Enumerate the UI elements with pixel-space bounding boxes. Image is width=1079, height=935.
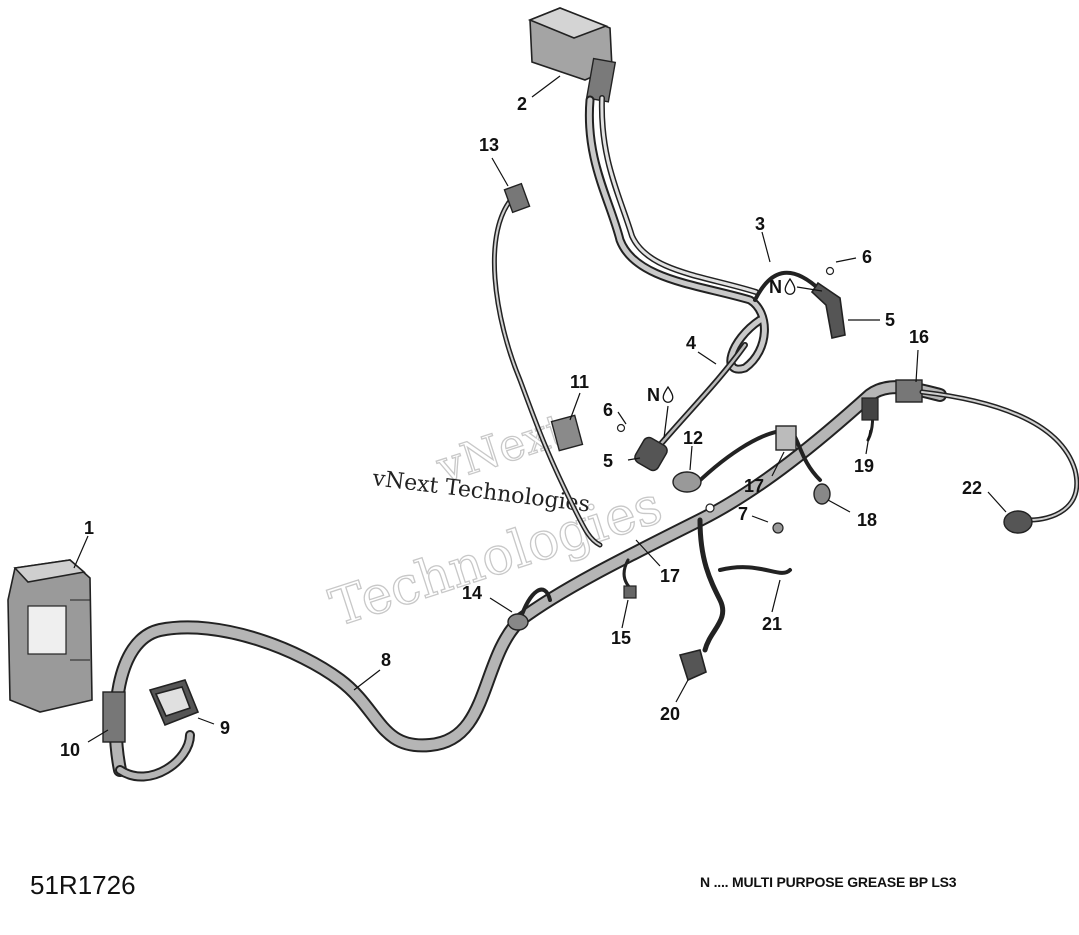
callouts: 1 2 3 4 5 5 6 6 7 8 9 10 11 12 13 14 15 … bbox=[60, 94, 982, 760]
callout-8: 8 bbox=[381, 650, 391, 670]
main-harness-8 bbox=[108, 380, 947, 782]
callout-11: 11 bbox=[570, 372, 589, 392]
legend-note: N .... MULTI PURPOSE GREASE BP LS3 bbox=[700, 874, 957, 890]
callout-6-right: 6 bbox=[862, 247, 872, 267]
part-2-block bbox=[527, 7, 617, 103]
callout-10: 10 bbox=[60, 740, 80, 760]
callout-4: 4 bbox=[686, 333, 696, 353]
connectors-9-10 bbox=[102, 679, 200, 743]
callout-19: 19 bbox=[854, 456, 874, 476]
callout-13: 13 bbox=[479, 135, 499, 155]
callout-15: 15 bbox=[611, 628, 631, 648]
callout-3: 3 bbox=[755, 214, 765, 234]
callout-22: 22 bbox=[962, 478, 982, 498]
branch-right bbox=[672, 379, 1079, 682]
callout-18: 18 bbox=[857, 510, 877, 530]
diagram-code: 51R1726 bbox=[30, 870, 136, 900]
callout-16: 16 bbox=[909, 327, 929, 347]
grease-symbols: N N bbox=[647, 277, 823, 439]
callout-17-lower: 17 bbox=[660, 566, 680, 586]
grease-symbol-n-center: N bbox=[647, 385, 660, 405]
callout-12: 12 bbox=[683, 428, 703, 448]
grease-symbol-n-top: N bbox=[769, 277, 782, 297]
callout-14: 14 bbox=[462, 583, 482, 603]
callout-21: 21 bbox=[762, 614, 782, 634]
callout-17-upper: 17 bbox=[744, 476, 764, 496]
cable-3 bbox=[753, 266, 846, 339]
callout-2: 2 bbox=[517, 94, 527, 114]
callout-7: 7 bbox=[738, 504, 748, 524]
cable-4 bbox=[616, 342, 748, 472]
callout-5-right: 5 bbox=[885, 310, 895, 330]
cable-2 bbox=[584, 95, 769, 374]
callout-6-center: 6 bbox=[603, 400, 613, 420]
callout-5-center: 5 bbox=[603, 451, 613, 471]
callout-9: 9 bbox=[220, 718, 230, 738]
droplet-icon bbox=[662, 385, 674, 403]
callout-1: 1 bbox=[84, 518, 94, 538]
cable-13 bbox=[491, 182, 603, 548]
droplet-icon bbox=[784, 277, 796, 295]
callout-20: 20 bbox=[660, 704, 680, 724]
leader-lines bbox=[73, 75, 1007, 743]
branch-14-15 bbox=[507, 558, 637, 631]
part-1-module bbox=[7, 559, 93, 713]
watermark: vNext Technologies vNext Technologies bbox=[322, 403, 669, 639]
